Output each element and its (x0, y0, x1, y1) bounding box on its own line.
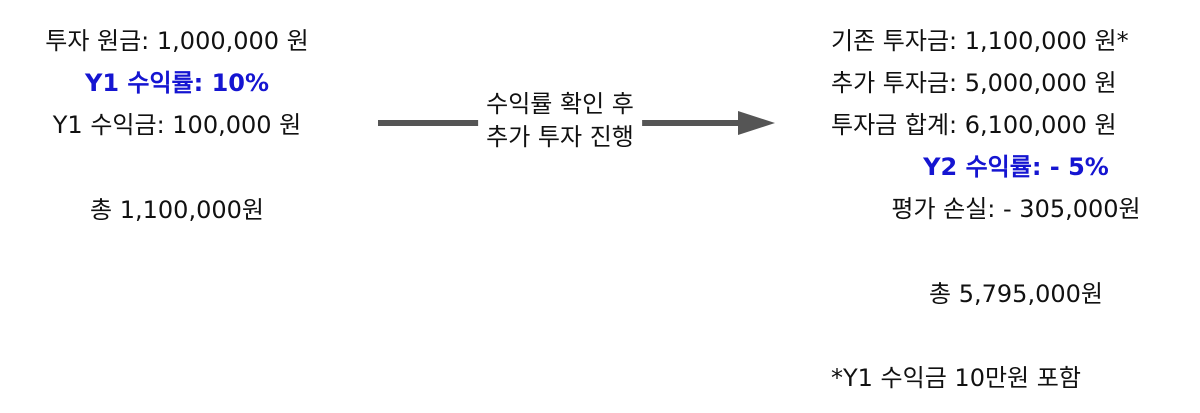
valuation-loss-text: 평가 손실: - 305,000원 (891, 195, 1141, 223)
additional-investment-text: 추가 투자금: 5,000,000 원 (831, 69, 1117, 97)
arrow-caption-line-1: 수익률 확인 후 (486, 90, 634, 118)
arrow-head-icon (738, 111, 775, 135)
left-total-text: 총 1,100,000원 (90, 196, 264, 224)
right-total-text: 총 5,795,000원 (929, 280, 1103, 308)
y1-profit-text: Y1 수익금: 100,000 원 (52, 111, 302, 139)
investment-sum-text: 투자금 합계: 6,100,000 원 (831, 111, 1117, 139)
arrow-caption: 수익률 확인 후 추가 투자 진행 (478, 88, 642, 154)
footnote-text: *Y1 수익금 10만원 포함 (831, 364, 1081, 392)
y2-rate-text: Y2 수익률: - 5% (923, 153, 1109, 181)
arrow-caption-line-2: 추가 투자 진행 (486, 123, 634, 151)
existing-investment-text: 기존 투자금: 1,100,000 원* (831, 27, 1129, 55)
principal-text: 투자 원금: 1,000,000 원 (45, 27, 309, 55)
y1-rate-text: Y1 수익률: 10% (84, 69, 270, 97)
